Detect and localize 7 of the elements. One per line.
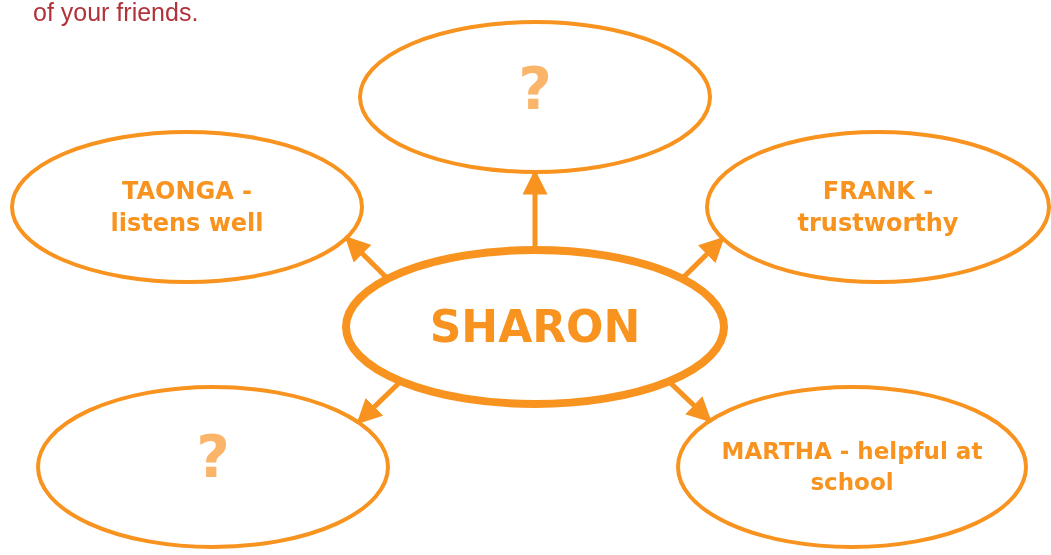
question-mark: ?	[517, 53, 553, 125]
node-label: TAONGA - listens well	[109, 175, 265, 239]
node-label: SHARON	[428, 300, 642, 355]
question-mark: ?	[195, 421, 231, 493]
node-label: MARTHA - helpful at school	[721, 436, 983, 497]
node-label: FRANK - trustworthy	[796, 175, 960, 239]
instruction-text: of your friends.	[33, 0, 199, 27]
